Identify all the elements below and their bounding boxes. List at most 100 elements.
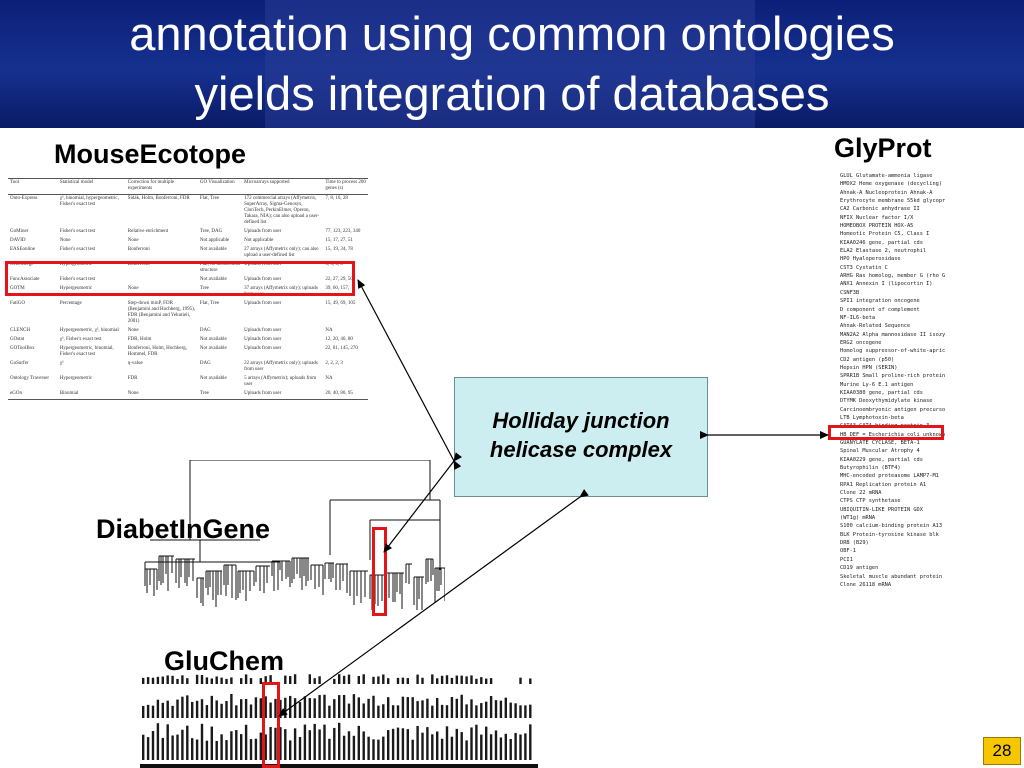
gluchem-label-glyph <box>142 677 145 684</box>
glyprot-entry: Clone 22 mRNA <box>840 490 882 497</box>
gluchem-label-glyph <box>298 737 302 760</box>
table-cell: NA <box>325 376 333 381</box>
gluchem-label-glyph <box>524 733 527 760</box>
gluchem-label-glyph <box>338 722 341 760</box>
glyprot-entry: HOMEOBOX PROTEIN HOX-A5 <box>840 223 914 230</box>
table-cell: Not available <box>199 376 227 381</box>
table-cell: FatiGO <box>10 301 25 306</box>
gluchem-label-glyph <box>142 705 145 718</box>
table-cell: DAG <box>199 361 211 366</box>
gluchem-label-glyph <box>225 701 228 718</box>
gluchem-label-glyph <box>396 727 400 760</box>
gluchem-label-glyph <box>240 734 243 760</box>
glyprot-entry: CD2 antigen (p50) <box>840 356 895 363</box>
gluchem-label-glyph <box>357 725 360 760</box>
label-gluchem: GluChem <box>164 646 285 676</box>
table-cell: 22 arrays (Affymetrix only); uploads fro… <box>244 361 318 372</box>
table-cell: χ² <box>59 361 64 366</box>
gluchem-label-glyph <box>230 731 233 760</box>
glyprot-entry: MHC-encoded proteasome LAMP7-M1 <box>840 473 939 480</box>
table-header-cell: Tool <box>8 178 58 195</box>
gluchem-label-glyph <box>161 702 164 718</box>
gluchem-label-glyph <box>254 738 258 760</box>
table-cell: FDR <box>127 376 138 381</box>
gluchem-label-glyph <box>230 694 233 718</box>
holliday-junction-box: Holliday junction helicase complex <box>454 377 708 497</box>
glyprot-entry: ELA2 Elastase 2, neutrophil <box>840 248 927 255</box>
gluchem-label-glyph <box>259 698 262 718</box>
glyprot-entry: Homeotic Protein C5, Class I <box>840 231 930 238</box>
glyprot-entry: NF-IL6-beta <box>840 314 876 321</box>
gluchem-label-glyph <box>323 724 326 760</box>
table-cell: 15, 49, 69, 105 <box>325 301 356 306</box>
table-cell: Fisher's exact test <box>59 229 96 234</box>
table-cell: GoMiner <box>10 229 29 234</box>
table-cell: 15, 19, 34, 78 <box>325 247 353 252</box>
gluchem-label-glyph <box>406 729 409 760</box>
glyprot-entry: UBIQUITIN-LIKE PROTEIN GDX <box>840 506 923 513</box>
gluchem-label-glyph <box>269 727 272 760</box>
gluchem-label-glyph <box>249 678 253 684</box>
table-cell: Hypergeometric <box>59 376 93 381</box>
gluchem-label-glyph <box>264 676 267 684</box>
gluchem-label-glyph <box>475 724 478 760</box>
table-cell: Fisher's exact test <box>59 247 96 252</box>
gluchem-label-glyph <box>151 705 155 718</box>
label-mouseecotope: MouseEcotope <box>54 139 247 169</box>
table-cell: Binomial <box>57 390 126 400</box>
gluchem-label-glyph <box>274 698 277 718</box>
label-glyprot: GlyProt <box>834 133 932 163</box>
table-cell: 6, 6, 6, 8 <box>325 262 343 267</box>
glyprot-entry: Homolog suppressor-of-white-apricot <box>840 348 945 355</box>
table-cell: Uploads from user <box>244 229 282 234</box>
gluchem-label-glyph <box>274 727 277 760</box>
gluchem-label-glyph <box>195 700 199 718</box>
gluchem-label-glyph <box>220 703 223 718</box>
holliday-junction-text: Holliday junction helicase complex <box>455 406 707 464</box>
gluchem-label-glyph <box>235 705 238 718</box>
gluchem-label-glyph <box>333 727 336 760</box>
gluchem-label-glyph <box>387 730 390 760</box>
glyprot-entry: ERG2 oncogene <box>840 339 882 346</box>
table-cell: 39, 60, 157, <box>325 286 350 291</box>
gluchem-label-glyph <box>166 724 169 760</box>
gluchem-label-glyph <box>195 674 199 684</box>
gluchem-label-glyph <box>176 678 179 684</box>
table-cell: None <box>127 328 139 333</box>
slide-number-badge: 28 <box>983 737 1021 765</box>
table-cell: Tree <box>199 286 209 291</box>
table-cell: None <box>127 238 139 243</box>
gluchem-label-glyph <box>504 733 507 760</box>
table-cell: 2, 2, 2, 3 <box>325 361 343 366</box>
glyprot-entry: CD19 antigen <box>840 565 879 572</box>
table-cell: 77, 123, 223, 340 <box>325 229 361 234</box>
gluchem-label-glyph <box>171 705 174 718</box>
table-header-cell: Microarrays supported <box>242 178 324 195</box>
gluchem-label-glyph <box>249 704 253 718</box>
gluchem-label-glyph <box>186 678 189 684</box>
gluchem-label-glyph <box>240 678 243 684</box>
glyprot-entry: Murine Ly-6 E.1 antigen <box>840 381 914 388</box>
glyprot-entry: DTYMK Deoxythymidylate kinase <box>840 398 933 405</box>
gluchem-label-glyph <box>352 735 356 760</box>
table-header-cell: GO Visualization <box>197 178 243 195</box>
table-cell: Uploads from user <box>242 390 324 400</box>
table-cell: Not applicable <box>199 238 230 243</box>
gluchem-label-glyph <box>445 726 449 760</box>
table-cell: FDR, Holm <box>127 337 152 342</box>
table-cell: 7, 8, 16, 28 <box>325 196 348 201</box>
table-cell: Bonferroni <box>127 247 150 252</box>
gluchem-label-glyph <box>244 674 248 684</box>
highlight-glyprot-entry <box>828 425 944 440</box>
glyprot-entry: GUANYLATE CYCLASE, BETA-1 <box>840 440 920 446</box>
gluchem-label-glyph <box>210 695 213 718</box>
table-cell: Relative enrichment <box>127 229 169 234</box>
glyprot-entry: KIAA0229 gene, partial cds <box>840 456 923 463</box>
gluchem-label-glyph <box>269 702 272 718</box>
gluchem-label-glyph <box>142 734 145 760</box>
